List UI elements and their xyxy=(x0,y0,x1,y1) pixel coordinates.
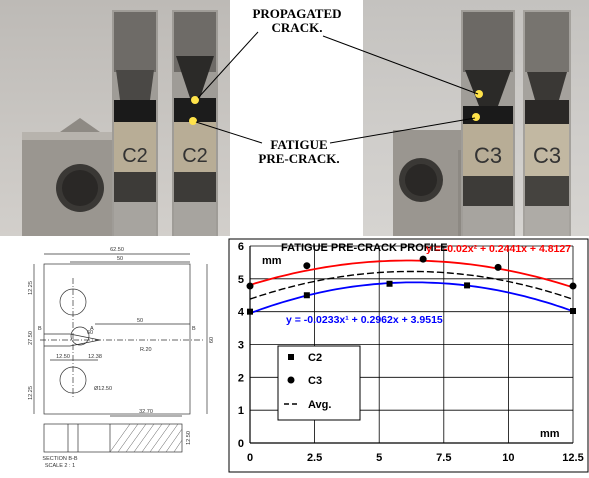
data-point-c3 xyxy=(419,255,427,263)
red-fit-equation: y = -0.02x² + 0.2441x + 4.8127 xyxy=(426,243,571,255)
section-title: SECTION B-B xyxy=(42,456,77,462)
data-point-c2 xyxy=(386,280,393,287)
y-tick-label: 5 xyxy=(238,274,244,286)
y-axis-label: mm xyxy=(262,255,282,267)
specimen-photo-c3-illustration: C3 C3 xyxy=(393,10,571,236)
dim-label: 50 xyxy=(117,256,123,262)
chart-legend: C2 C3 Avg. xyxy=(277,345,361,421)
x-tick-label: 12.5 xyxy=(562,452,583,464)
section-marker: B xyxy=(38,326,42,332)
data-point-c3 xyxy=(569,282,577,290)
x-tick-label: 7.5 xyxy=(436,452,451,464)
data-point-c2 xyxy=(570,308,576,315)
drawing-outline xyxy=(43,263,191,415)
blue-fit-equation: y = -0.0233x¹ + 0.2962x + 3.9515 xyxy=(286,314,443,326)
dim-label: 12.25 xyxy=(28,386,34,400)
legend-label-c3: C3 xyxy=(308,375,322,387)
data-point-c3 xyxy=(303,262,311,270)
data-point-c2 xyxy=(247,308,253,315)
fit-curves xyxy=(249,259,574,315)
dim-label: 62.50 xyxy=(110,247,124,253)
section-scale: SCALE 2 : 1 xyxy=(45,463,75,469)
data-point-c3 xyxy=(246,282,254,290)
avg-fit-curve xyxy=(249,270,574,300)
dim-label: 32.70 xyxy=(139,409,153,415)
specimen-photo-c2-illustration: C2 C2 xyxy=(22,10,218,236)
specimen-label: C2 xyxy=(122,145,148,167)
data-point-c3 xyxy=(494,263,502,271)
section-marker: B xyxy=(192,326,196,332)
chart-canvas: 0 1 2 3 4 5 6 0 2.5 5 7.5 10 12.5 mm mm FATIGUE PRE… xyxy=(228,238,589,473)
y-axis-ticks: 0 1 2 3 4 5 6 xyxy=(238,241,245,450)
x-tick-label: 2.5 xyxy=(307,452,322,464)
propagated-crack-label: PROPAGATED CRACK. xyxy=(232,7,362,35)
dim-label: Ø12.50 xyxy=(94,386,112,392)
legend-label-c2: C2 xyxy=(308,352,322,364)
pre-crack-marker xyxy=(189,117,197,125)
propagated-crack-marker xyxy=(475,90,483,98)
red-fit-curve xyxy=(249,259,574,289)
callout-line: CRACK. xyxy=(271,20,323,35)
data-points xyxy=(246,255,577,315)
specimen-label: C2 xyxy=(182,145,208,167)
x-tick-label: 10 xyxy=(502,452,514,464)
dim-label: R.20 xyxy=(140,347,152,353)
data-point-c2 xyxy=(303,292,310,299)
callout-line: PROPAGATED xyxy=(252,6,342,21)
specimen-drawing: 62.50 50 12.25 27.50 12.25 50 60 12.50 1… xyxy=(28,247,215,469)
data-point-c2 xyxy=(464,282,471,289)
legend-marker-c2 xyxy=(288,354,294,360)
dim-label: 60 xyxy=(209,337,215,343)
y-tick-label: 1 xyxy=(238,405,244,417)
callout-line: FATIGUE xyxy=(270,137,328,152)
x-tick-label: 0 xyxy=(247,452,253,464)
x-axis-label: mm xyxy=(540,428,560,440)
fatigue-pre-crack-label: FATIGUE PRE-CRACK. xyxy=(244,138,354,166)
y-tick-label: 3 xyxy=(238,340,244,352)
y-tick-label: 4 xyxy=(238,307,245,319)
specimen-label: C3 xyxy=(533,143,561,168)
specimen-photo-c3: C3 C3 xyxy=(363,0,589,236)
callout-line: PRE-CRACK. xyxy=(258,151,340,166)
dim-label: 12.25 xyxy=(28,281,34,295)
pre-crack-profile-chart: 0 1 2 3 4 5 6 0 2.5 5 7.5 10 12.5 mm mm FATIGUE PRE… xyxy=(228,238,589,473)
specimen-label: C3 xyxy=(474,143,502,168)
x-axis-ticks: 0 2.5 5 7.5 10 12.5 xyxy=(247,452,584,464)
dim-label: 12.50 xyxy=(186,431,192,445)
dim-label: 12.50 xyxy=(56,354,70,360)
pre-crack-marker xyxy=(472,113,480,121)
dim-label: 60 xyxy=(87,330,93,336)
y-tick-label: 2 xyxy=(238,372,244,384)
dim-label: 12.38 xyxy=(88,354,102,360)
y-tick-label: 0 xyxy=(238,438,244,450)
detail-marker: A xyxy=(90,326,94,332)
legend-marker-c3 xyxy=(287,376,295,384)
dim-label: 27.50 xyxy=(28,331,34,345)
y-tick-label: 6 xyxy=(238,241,244,253)
drawing-section xyxy=(43,423,183,453)
blue-fit-curve xyxy=(249,281,574,315)
legend-label-avg: Avg. xyxy=(308,399,331,411)
x-tick-label: 5 xyxy=(376,452,382,464)
callout-leaders xyxy=(195,31,479,144)
specimen-photo-c2: C2 C2 xyxy=(0,0,230,236)
propagated-crack-marker xyxy=(191,96,199,104)
dim-label: 50 xyxy=(137,318,143,324)
chart-title: FATIGUE PRE-CRACK PROFILE xyxy=(281,242,448,254)
